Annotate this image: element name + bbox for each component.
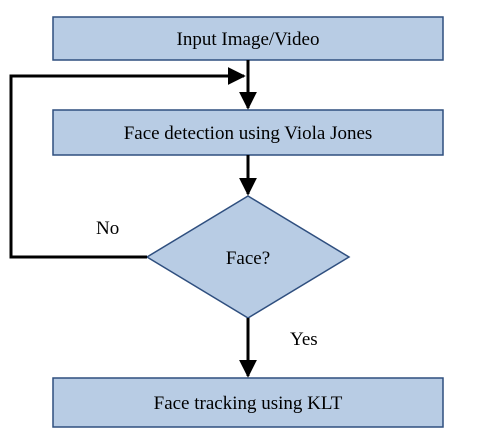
node-tracking-label: Face tracking using KLT xyxy=(154,393,343,414)
node-detection-box xyxy=(52,109,444,156)
node-tracking-box xyxy=(52,377,444,428)
node-input: Input Image/Video xyxy=(52,16,444,61)
node-detection: Face detection using Viola Jones xyxy=(52,109,444,156)
edge-no-loop xyxy=(9,67,246,259)
node-input-label: Input Image/Video xyxy=(177,29,320,50)
node-tracking: Face tracking using KLT xyxy=(52,377,444,428)
edge-label-no: No xyxy=(96,218,119,239)
node-detection-label: Face detection using Viola Jones xyxy=(124,123,373,144)
node-decision-label: Face? xyxy=(226,248,270,269)
node-input-box xyxy=(52,16,444,61)
edge-label-yes: Yes xyxy=(290,329,318,350)
node-decision: Face? xyxy=(145,195,351,319)
